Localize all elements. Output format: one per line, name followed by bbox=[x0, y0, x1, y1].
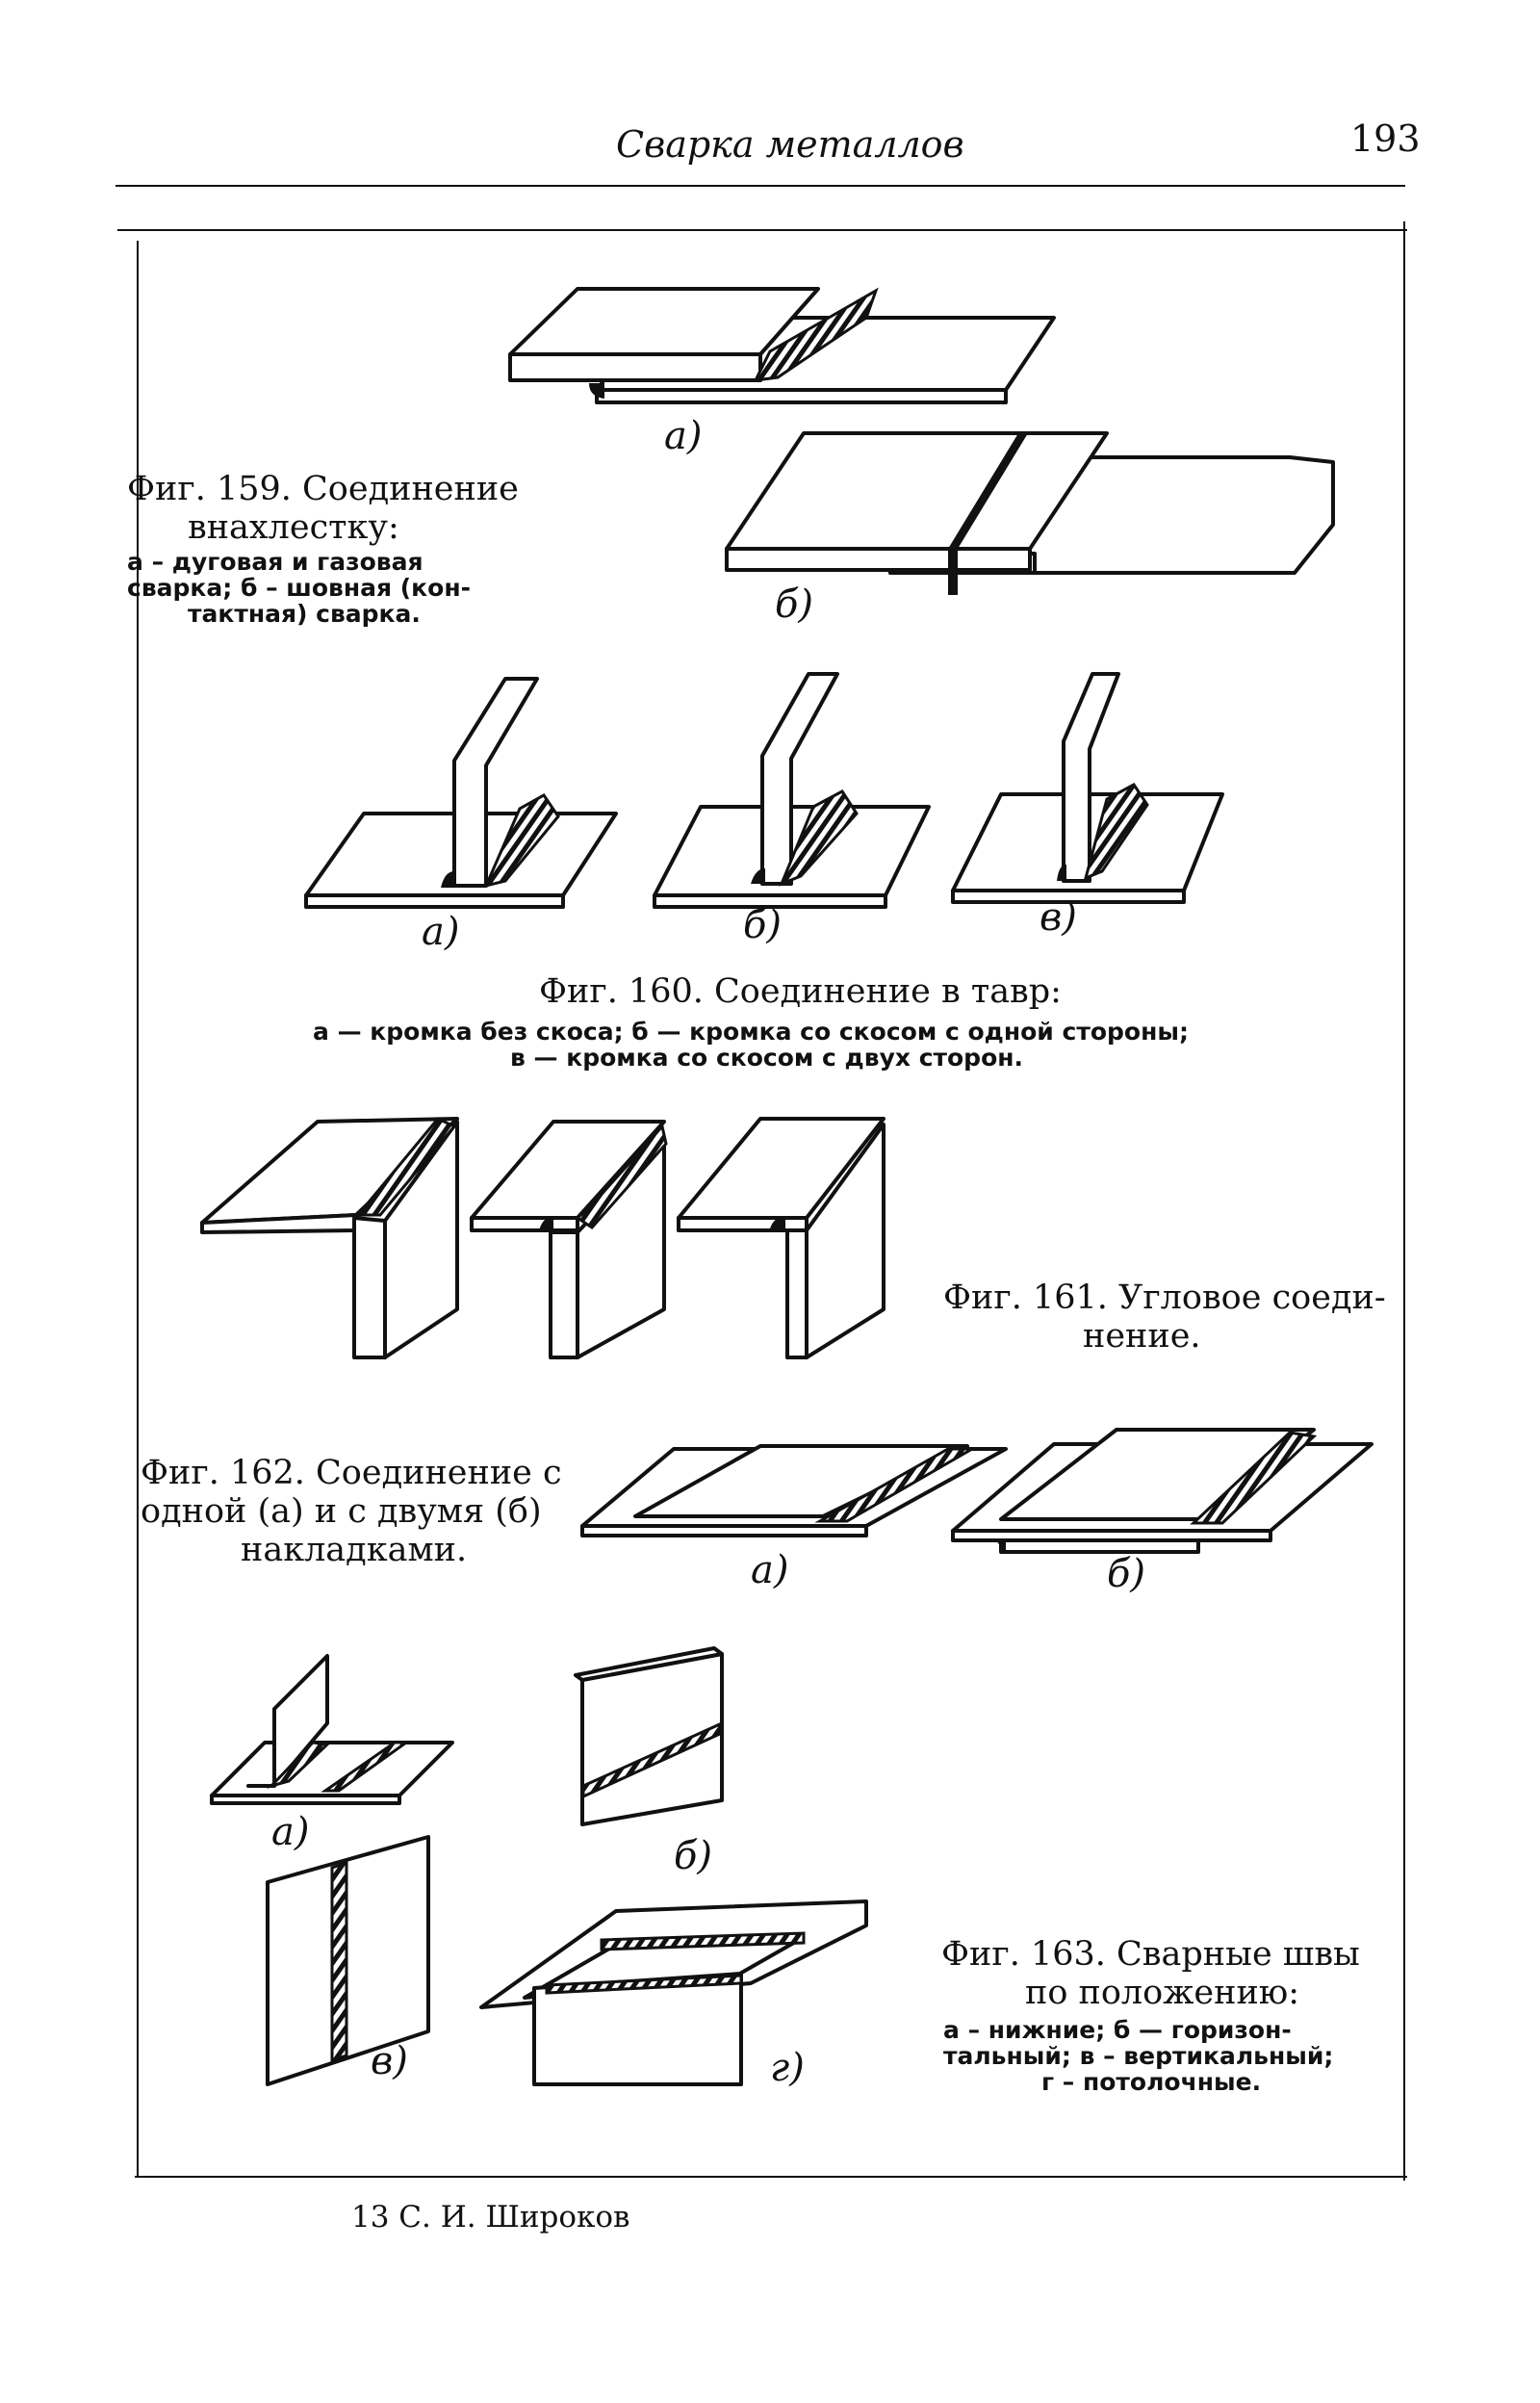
fig159-title-line2: внахлестку: bbox=[188, 508, 399, 547]
fig161c-drawing bbox=[677, 1117, 886, 1359]
fig160b-drawing bbox=[653, 672, 931, 909]
fig160-title: Фиг. 160. Соединение в тавр: bbox=[539, 972, 1062, 1011]
fig160-label-a: а) bbox=[422, 910, 460, 954]
fig162b-drawing bbox=[951, 1428, 1373, 1554]
fig162-title-line2: одной (а) и с двумя (б) bbox=[141, 1492, 542, 1531]
fig162-title-line1: Фиг. 162. Соединение с bbox=[141, 1454, 562, 1492]
fig160c-drawing bbox=[951, 672, 1224, 904]
footer-signature: 13 С. И. Широков bbox=[351, 2200, 630, 2235]
frame-bottom bbox=[135, 2176, 1407, 2178]
fig163-label-d: г) bbox=[770, 2046, 805, 2090]
fig159-sub-line1: а – дуговая и газовая bbox=[127, 548, 424, 576]
fig159-label-b: б) bbox=[775, 582, 814, 627]
fig159a-drawing bbox=[508, 287, 1056, 404]
fig163-title-line2: по положению: bbox=[1025, 1974, 1300, 2012]
fig163-label-b: б) bbox=[674, 1834, 713, 1878]
fig162-label-b: б) bbox=[1107, 1552, 1146, 1596]
fig163d-drawing bbox=[479, 1899, 868, 2086]
running-header-title: Сварка металлов bbox=[616, 123, 964, 166]
fig163c-drawing bbox=[266, 1835, 430, 2086]
fig161b-drawing bbox=[470, 1120, 668, 1359]
fig160-label-b: б) bbox=[743, 903, 783, 947]
fig160-label-c: в) bbox=[1040, 895, 1077, 940]
fig163-sub-line1: а – нижние; б — горизон- bbox=[943, 2016, 1292, 2044]
fig163-sub-line2: тальный; в – вертикальный; bbox=[943, 2042, 1334, 2070]
fig159b-drawing bbox=[725, 431, 1335, 595]
fig163-title-line1: Фиг. 163. Сварные швы bbox=[941, 1935, 1360, 1974]
fig161-title-line1: Фиг. 161. Угловое соеди- bbox=[943, 1279, 1386, 1317]
fig159-sub-line3: тактная) сварка. bbox=[188, 600, 421, 628]
fig163a-drawing bbox=[210, 1654, 454, 1805]
fig163-sub-line3: г – потолочные. bbox=[1041, 2068, 1262, 2096]
fig159-title-line1: Фиг. 159. Соединение bbox=[127, 470, 519, 508]
frame-right bbox=[1403, 221, 1405, 2181]
fig160a-drawing bbox=[304, 677, 618, 909]
fig159-label-a: а) bbox=[664, 414, 703, 458]
page-number: 193 bbox=[1350, 117, 1421, 160]
fig162-title-line3: накладками. bbox=[241, 1531, 468, 1569]
fig161-title-line2: нение. bbox=[1083, 1317, 1201, 1356]
frame-left bbox=[137, 241, 139, 2176]
fig163-label-c: в) bbox=[371, 2039, 408, 2083]
frame-top bbox=[117, 229, 1407, 231]
fig162a-drawing bbox=[580, 1444, 1008, 1537]
fig162-label-a: а) bbox=[751, 1548, 789, 1592]
fig163b-drawing bbox=[574, 1646, 724, 1826]
header-rule bbox=[116, 185, 1405, 187]
fig159-sub-line2: сварка; б – шовная (кон- bbox=[127, 574, 471, 602]
fig160-sub-line2: в — кромка со скосом с двух сторон. bbox=[510, 1044, 1024, 1072]
fig163-label-a: а) bbox=[271, 1810, 310, 1854]
fig161a-drawing bbox=[200, 1117, 459, 1359]
fig160-sub-line1: а — кромка без скоса; б — кромка со скос… bbox=[313, 1018, 1189, 1046]
